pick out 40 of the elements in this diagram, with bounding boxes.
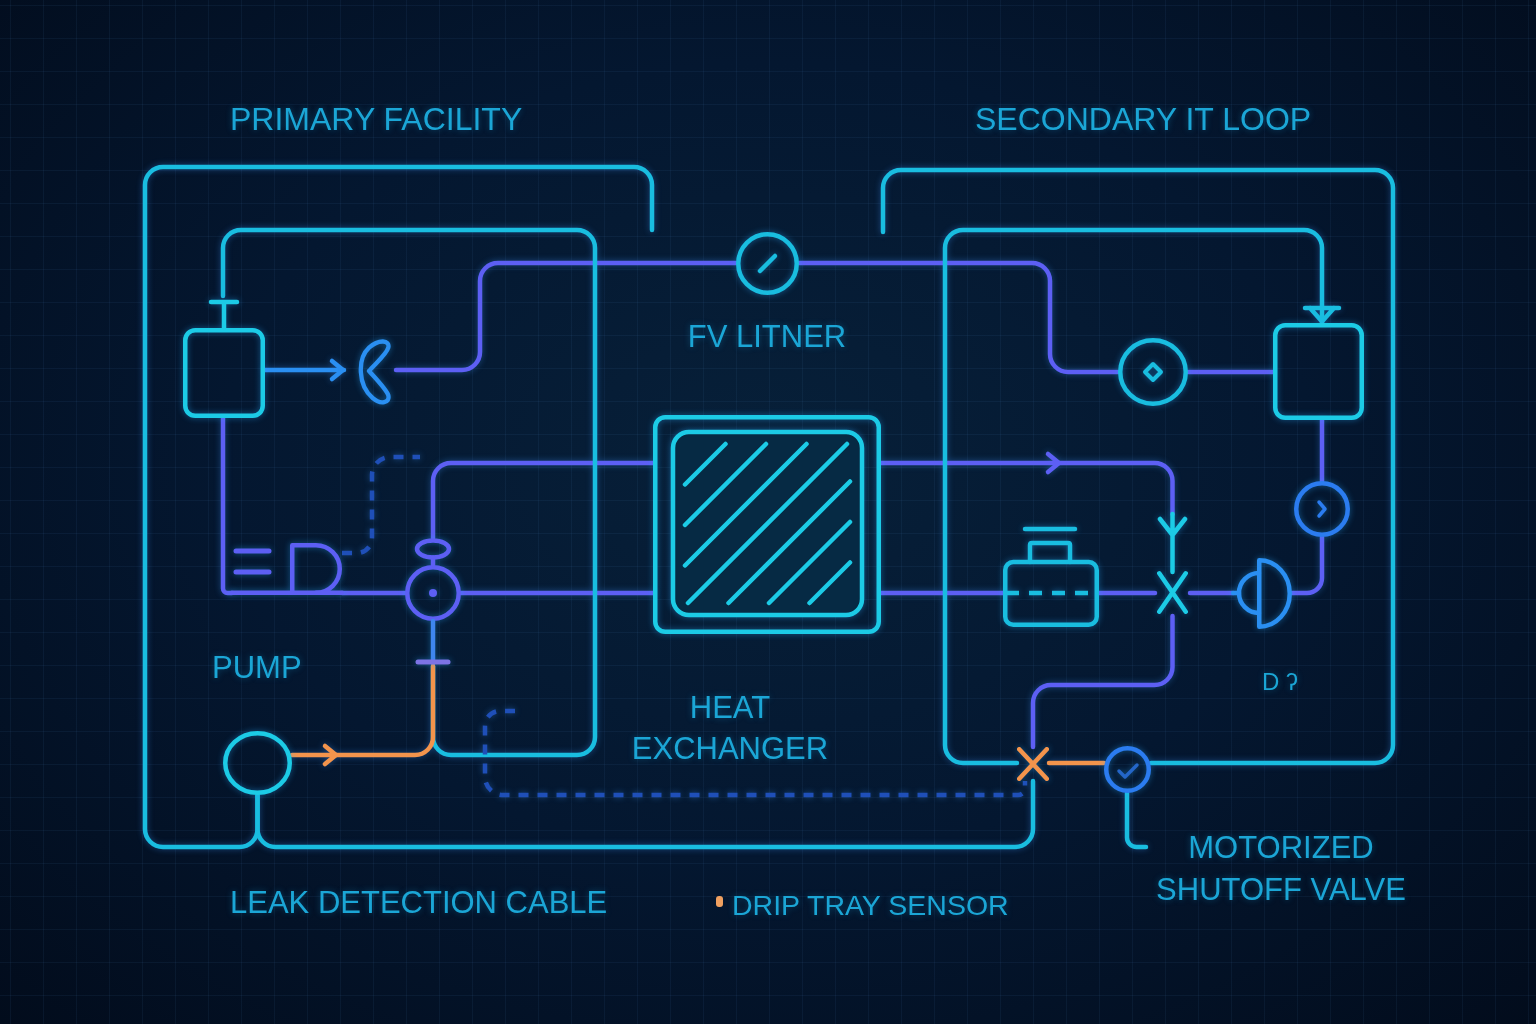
half-round-symbol [232, 541, 342, 596]
cross-mark-symbol [1017, 747, 1049, 781]
half-round-symbol [1233, 557, 1292, 630]
pipe-line [255, 778, 1036, 850]
cross-valve-symbol [1155, 514, 1190, 616]
callout-label: MOTORIZED SHUTOFF VALVE [1146, 826, 1416, 912]
pipe-line [1046, 760, 1107, 766]
dashed-signal-line [482, 708, 1028, 798]
check-circle-symbol [1104, 746, 1151, 793]
pipe-line [220, 227, 598, 758]
pipe-line [880, 167, 1396, 766]
pipe-line [796, 260, 1121, 375]
pipe-line [1319, 417, 1325, 484]
toolbox-symbol [1003, 525, 1099, 627]
pipe-line [1289, 534, 1325, 596]
valve-symbol [405, 538, 461, 666]
pipe-line [1185, 369, 1276, 375]
component-label: D ʔ [1262, 668, 1299, 696]
caption-label: LEAK DETECTION CABLE [230, 885, 608, 921]
region-heading: PRIMARY FACILITY [230, 101, 523, 138]
dashed-signal-line [342, 454, 420, 556]
pipe-line [1096, 590, 1158, 596]
component-label: FV LITNER [686, 319, 848, 355]
flow-arrow [262, 358, 347, 382]
circle-symbol [223, 731, 292, 795]
pipe-line [142, 164, 655, 850]
pipe-line [430, 460, 656, 541]
slashed-circle-symbol [736, 232, 799, 295]
pipe-line [393, 260, 739, 373]
component-label: HEAT EXCHANGER [630, 689, 830, 768]
pipe-line [878, 590, 1006, 596]
heat-exchanger-symbol [653, 415, 881, 634]
region-heading: SECONDARY IT LOOP [975, 101, 1312, 138]
chevron-circle-symbol [1294, 481, 1350, 537]
diamond-circle-symbol [1118, 338, 1188, 406]
pipe-line [458, 590, 656, 596]
caption-label: DRIP TRAY SENSOR [732, 889, 1009, 922]
box-symbol [1273, 323, 1364, 420]
pipe-line [1030, 613, 1175, 750]
component-label: PUMP [212, 650, 303, 686]
